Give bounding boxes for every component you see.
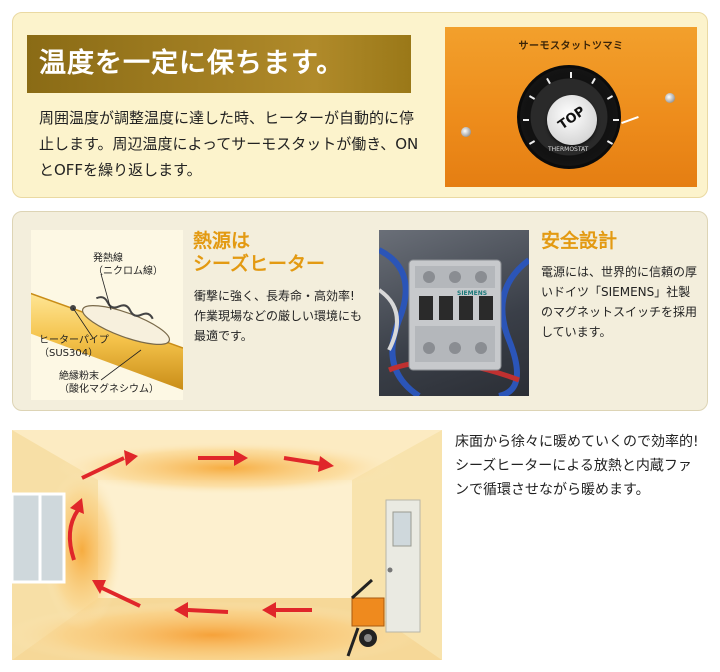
room-circulation-illustration [12, 430, 442, 660]
screw-icon [665, 93, 675, 103]
room-scene [12, 430, 442, 660]
feature-safety-text: 電源には、世界的に信頼の厚いドイツ「SIEMENS」社製のマグネットスイッチを採… [541, 265, 698, 339]
heater-label-pipe: ヒーターパイプ （SUS304） [39, 335, 109, 359]
thermostat-section: 温度を一定に保ちます。 周囲温度が調整温度に達した時、ヒーターが自動的に停止しま… [12, 12, 708, 198]
sheath-heater-illustration: 発熱線 （ニクロム線） ヒーターパイプ （SUS304） 絶縁粉末 （酸化マグネ… [31, 230, 183, 400]
circulation-description: 床面から徐々に暖めていくので効率的! シーズヒーターによる放熱と内蔵ファンで循環… [455, 434, 699, 498]
feature-heater-text: 衝撃に強く、長寿命・高効率! 作業現場などの厳しい環境にも最適です。 [194, 289, 363, 343]
dial-knob-text: TOP [555, 103, 589, 134]
dial-pointer-icon [621, 115, 639, 125]
features-section: 発熱線 （ニクロム線） ヒーターパイプ （SUS304） 絶縁粉末 （酸化マグネ… [12, 211, 708, 411]
dial-knob: TOP [547, 95, 597, 145]
thermostat-knob-photo: サーモスタットツマミ TOP THERMOSTAT [445, 27, 697, 187]
contactor-brand: SIEMENS [457, 290, 488, 297]
screw-icon [461, 127, 471, 137]
thermostat-dial: TOP THERMOSTAT [517, 65, 621, 169]
thermostat-photo-label: サーモスタットツマミ [518, 41, 624, 52]
heater-pipe-icon [31, 273, 183, 390]
heater-label-powder: 絶縁粉末 （酸化マグネシウム） [59, 371, 159, 395]
contactor-icon [379, 247, 529, 396]
thermostat-title: 温度を一定に保ちます。 [27, 35, 411, 93]
feature-heater-title: 熱源は シーズヒーター [193, 230, 326, 275]
siemens-contactor-photo: SIEMENS [379, 230, 529, 396]
dial-brand: THERMOSTAT [548, 146, 589, 153]
feature-safety-title: 安全設計 [541, 230, 618, 252]
thermostat-description: 周囲温度が調整温度に達した時、ヒーターが自動的に停止します。周辺温度によってサー… [39, 109, 419, 179]
heater-label-wire: 発熱線 （ニクロム線） [93, 253, 163, 277]
